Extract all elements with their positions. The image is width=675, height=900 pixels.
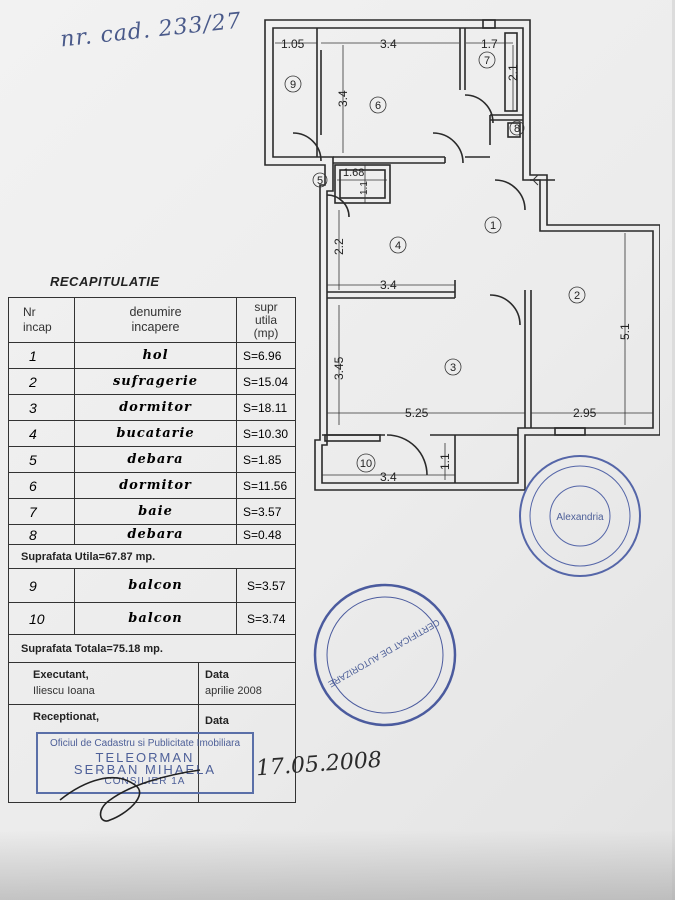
paper-shadow [0,830,675,900]
table-row: 3 dormitor S=18.11 [9,395,295,421]
svg-text:CERTIFICAT DE AUTORIZARE: CERTIFICAT DE AUTORIZARE [327,617,442,689]
table-row: 6 dormitor S=11.56 [9,473,295,499]
table-row: 7 baie S=3.57 [9,499,295,525]
door-arc [432,132,464,164]
room-number: 9 [290,79,296,91]
table-row: 8 debara S=0.48 [9,525,295,545]
dim-room3-height: 3.45 [332,356,346,380]
svg-text:Alexandria: Alexandria [556,512,604,523]
dim-room3-width: 5.25 [405,406,429,420]
toilet [507,122,521,138]
table-row: 5 debara S=1.85 [9,447,295,473]
door-arc [292,132,322,162]
dim-room5-width: 1.68 [343,167,364,179]
window [482,19,496,29]
receptionat-block: Receptionat, Data [9,705,295,803]
bathtub [504,32,518,112]
dim-room4-height: 2.2 [332,238,346,255]
room-number: 3 [450,362,456,374]
table-row: 10 balcon S=3.74 [9,603,295,635]
door-arc [494,179,526,211]
room-number: 4 [395,240,401,252]
dim-room2-height: 5.1 [618,323,632,340]
room5-walls [334,164,391,204]
date-value: aprilie 2008 [205,685,262,697]
dim-room7-width: 1.7 [481,37,498,51]
date-label: Data [205,669,229,681]
table-row: 4 bucatarie S=10.30 [9,421,295,447]
window [324,434,381,442]
window [554,427,586,436]
certificate-seal: CERTIFICAT DE AUTORIZARE [313,583,457,727]
room-number: 8 [514,123,520,135]
grand-area-total: Suprafata Totala=75.18 mp. [9,635,295,663]
signature-scribble [59,769,201,822]
dim-balcony9-width: 1.05 [281,37,305,51]
dim-room6-height: 3.4 [336,90,350,107]
outer-wall [264,19,660,491]
table-row: 1 hol S=6.96 [9,343,295,369]
executant-block: Executant, Iliescu Ioana Data aprilie 20… [9,663,295,705]
dim-balcony10-height: 1.1 [438,453,452,470]
dim-room4-width: 3.4 [380,278,397,292]
door-arc [489,294,521,326]
dim-room6-width: 3.4 [380,37,397,51]
room-number: 10 [360,458,372,470]
dim-room5-height: 1.1 [359,181,370,195]
receptionat-label: Receptionat, [33,711,100,723]
room-number: 6 [375,100,381,112]
table-row: 2 sufragerie S=15.04 [9,369,295,395]
date-label-2: Data [205,715,229,727]
useful-area-total: Suprafata Utila=67.87 mp. [9,545,295,569]
room-number: 2 [574,290,580,302]
cadastre-seal: Alexandria [519,455,641,577]
entry-arrow-icon [532,174,545,186]
door-arc [386,434,428,476]
executant-name: Iliescu Ioana [33,685,95,697]
executant-label: Executant, [33,669,89,681]
floor-plan: 1.05 3.4 1.7 3.4 2.1 1.68 1.1 2.2 3.4 3.… [264,19,660,491]
recap-title: RECAPITULATIE [50,274,160,289]
dim-room2-width: 2.95 [573,406,597,420]
room-number: 7 [484,55,490,67]
room-number: 5 [317,175,323,187]
room-number: 1 [490,220,496,232]
door-arc [464,94,494,124]
table-row: 9 balcon S=3.57 [9,569,295,603]
door-arc [326,194,350,218]
dim-room7-height: 2.1 [506,64,520,81]
dim-balcony10-width: 3.4 [380,470,397,484]
